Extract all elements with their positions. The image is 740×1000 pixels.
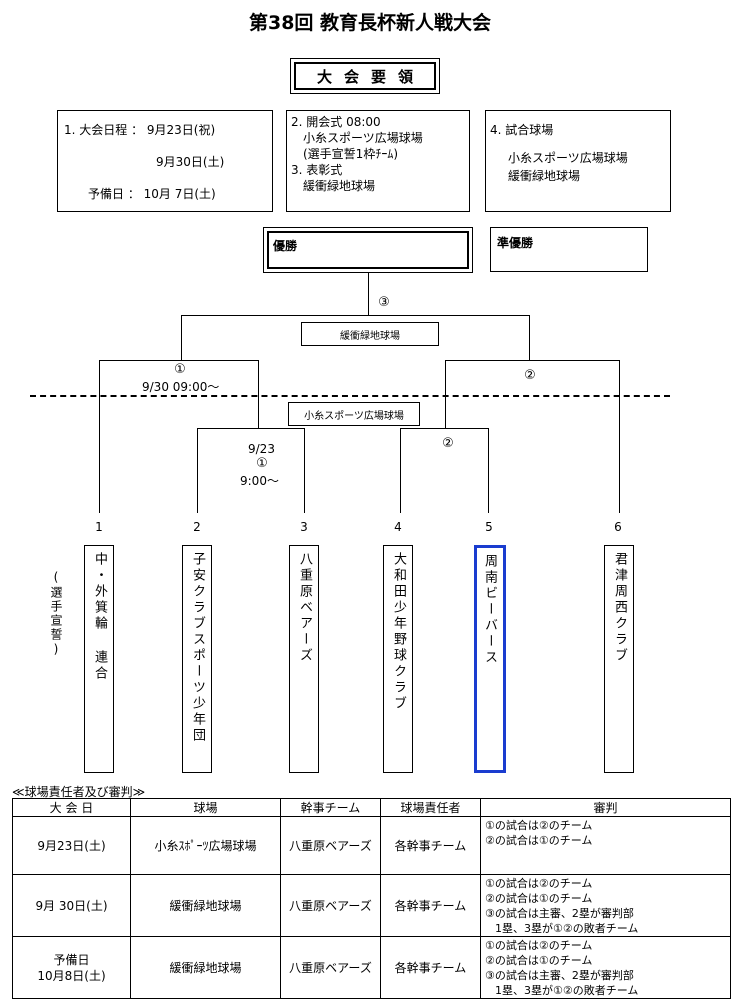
bracket-line (304, 428, 305, 513)
column-header: 幹事チーム (280, 798, 381, 817)
ceremony-line-1: 2. 開会式 08:00 (291, 115, 381, 129)
date-cell: 9月 30日(土) (12, 874, 131, 937)
date-cell: 予備日 10月8日(土) (12, 936, 131, 999)
venues-line-2: 小糸スポーツ広場球場 (508, 151, 628, 165)
final-venue-label: 緩衝緑地球場 (301, 322, 439, 346)
umpire-cell: ①の試合は②のチーム ②の試合は①のチーム ③の試合は主審、2塁が審判部 1塁、… (480, 874, 731, 937)
umpire-cell: ①の試合は②のチーム ②の試合は①のチーム ③の試合は主審、2塁が審判部 1塁、… (480, 936, 731, 999)
game1-date: 9/23 (248, 442, 275, 456)
venue-cell: 緩衝緑地球場 (130, 874, 281, 937)
bracket-line (445, 360, 620, 361)
umpire-line: ②の試合は①のチーム (485, 834, 593, 847)
venues-box: 4. 試合球場 小糸スポーツ広場球場 緩衝緑地球場 (485, 110, 671, 212)
venue-cell: 小糸ｽﾎﾟｰﾂ広場球場 (130, 816, 281, 875)
game1-time: 9:00～ (240, 474, 279, 488)
bracket-line (619, 360, 620, 513)
umpire-line: ①の試合は②のチーム (485, 877, 593, 890)
venues-line-1: 4. 試合球場 (490, 123, 554, 137)
bracket-line (529, 315, 530, 360)
schedule-box: 1. 大会日程 ： 9月23日(祝) 9月30日(土) 予備日 ： 10月 7日… (57, 110, 273, 212)
schedule-line-1: 1. 大会日程 ： 9月23日(祝) (64, 123, 216, 137)
bracket-line (368, 273, 369, 315)
schedule-line-3: 予備日 ： 10月 7日(土) (88, 187, 216, 201)
responsible-cell: 各幹事チーム (380, 936, 481, 999)
responsible-cell: 各幹事チーム (380, 874, 481, 937)
game2-number: ② (442, 436, 454, 451)
table-row: 予備日 10月8日(土) 緩衝緑地球場 八重原ベアーズ 各幹事チーム ①の試合は… (12, 936, 731, 999)
champion-box: 優勝 (263, 227, 473, 273)
venue-cell: 緩衝緑地球場 (130, 936, 281, 999)
bracket-line (99, 360, 100, 513)
ceremony-line-2: 小糸スポーツ広場球場 (303, 131, 423, 145)
column-header: 大 会 日 (12, 798, 131, 817)
umpire-line: ①の試合は②のチーム (485, 819, 593, 832)
runner-up-label: 準優勝 (497, 236, 534, 250)
ceremony-line-4: 3. 表彰式 (291, 163, 343, 177)
final-game-number: ③ (378, 295, 390, 310)
column-header: 審判 (480, 798, 731, 817)
bracket-line (400, 428, 401, 513)
bracket-line (197, 428, 305, 429)
team-name: 中・外箕輪 連合 (84, 545, 114, 773)
bracket-line (258, 360, 259, 428)
team-name: 君津周西クラブ (604, 545, 634, 773)
ceremony-line-3: (選手宣誓1枠ﾁｰﾑ) (303, 147, 398, 161)
outline-heading-box: 大会要領 (290, 58, 440, 94)
umpire-cell: ①の試合は②のチーム ②の試合は①のチーム (480, 816, 731, 875)
semi1-game-number: ① (174, 362, 186, 377)
outline-heading: 大会要領 (294, 62, 436, 90)
first-round-venue-label: 小糸スポーツ広場球場 (288, 402, 420, 426)
ceremony-box: 2. 開会式 08:00 小糸スポーツ広場球場 (選手宣誓1枠ﾁｰﾑ) 3. 表… (286, 110, 470, 212)
oath-note: (選手宣誓) (49, 570, 63, 658)
umpire-line: ①の試合は②のチーム (485, 939, 593, 952)
bracket-line (181, 315, 182, 360)
date-line: 予備日 (53, 952, 90, 967)
runner-up-box: 準優勝 (490, 227, 648, 272)
bracket-line (99, 360, 259, 361)
game1-number: ① (256, 456, 268, 471)
team-name: 子安クラブスポーツ少年団 (182, 545, 212, 773)
date-cell: 9月23日(土) (12, 816, 131, 875)
schedule-table: 大 会 日 球場 幹事チーム 球場責任者 審判 9月23日(土) 小糸ｽﾎﾟｰﾂ… (12, 798, 731, 999)
umpire-line: ③の試合は主審、2塁が審判部 (485, 907, 634, 920)
team-number: 1 (95, 520, 103, 534)
semi1-time: 9/30 09:00～ (142, 380, 220, 394)
team-number: 4 (394, 520, 402, 534)
date-line: 10月8日(土) (37, 968, 106, 983)
umpire-line: ③の試合は主審、2塁が審判部 (485, 969, 634, 982)
team-number: 2 (193, 520, 201, 534)
table-row: 9月 30日(土) 緩衝緑地球場 八重原ベアーズ 各幹事チーム ①の試合は②のチ… (12, 874, 731, 937)
responsible-cell: 各幹事チーム (380, 816, 481, 875)
venues-line-3: 緩衝緑地球場 (508, 169, 581, 183)
schedule-line-2: 9月30日(土) (156, 155, 225, 169)
team-name: 八重原ベアーズ (289, 545, 319, 773)
host-team-cell: 八重原ベアーズ (280, 816, 381, 875)
team-number: 5 (485, 520, 493, 534)
champion-label: 優勝 (267, 231, 469, 269)
umpire-line: ②の試合は①のチーム (485, 954, 593, 967)
umpire-line: ②の試合は①のチーム (485, 892, 593, 905)
page-title: 第38回 教育長杯新人戦大会 (248, 12, 492, 34)
table-caption: ≪球場責任者及び審判≫ (12, 785, 146, 799)
umpire-line: 1塁、3塁が①②の敗者チーム (495, 922, 639, 935)
ceremony-line-5: 緩衝緑地球場 (303, 179, 376, 193)
host-team-cell: 八重原ベアーズ (280, 874, 381, 937)
bracket-line (181, 315, 530, 316)
team-name: 大和田少年野球クラブ (383, 545, 413, 773)
column-header: 球場責任者 (380, 798, 481, 817)
table-header-row: 大 会 日 球場 幹事チーム 球場責任者 審判 (12, 798, 731, 817)
table-row: 9月23日(土) 小糸ｽﾎﾟｰﾂ広場球場 八重原ベアーズ 各幹事チーム ①の試合… (12, 816, 731, 875)
semi2-game-number: ② (524, 368, 536, 383)
team-number: 6 (614, 520, 622, 534)
team-name: 周南ビーバース (474, 545, 506, 773)
bracket-line (197, 428, 198, 513)
bracket-line (400, 428, 489, 429)
bracket-line (445, 360, 446, 428)
bracket-line (488, 428, 489, 513)
column-header: 球場 (130, 798, 281, 817)
host-team-cell: 八重原ベアーズ (280, 936, 381, 999)
umpire-line: 1塁、3塁が①②の敗者チーム (495, 984, 639, 997)
team-number: 3 (300, 520, 308, 534)
venue-divider (30, 395, 670, 397)
